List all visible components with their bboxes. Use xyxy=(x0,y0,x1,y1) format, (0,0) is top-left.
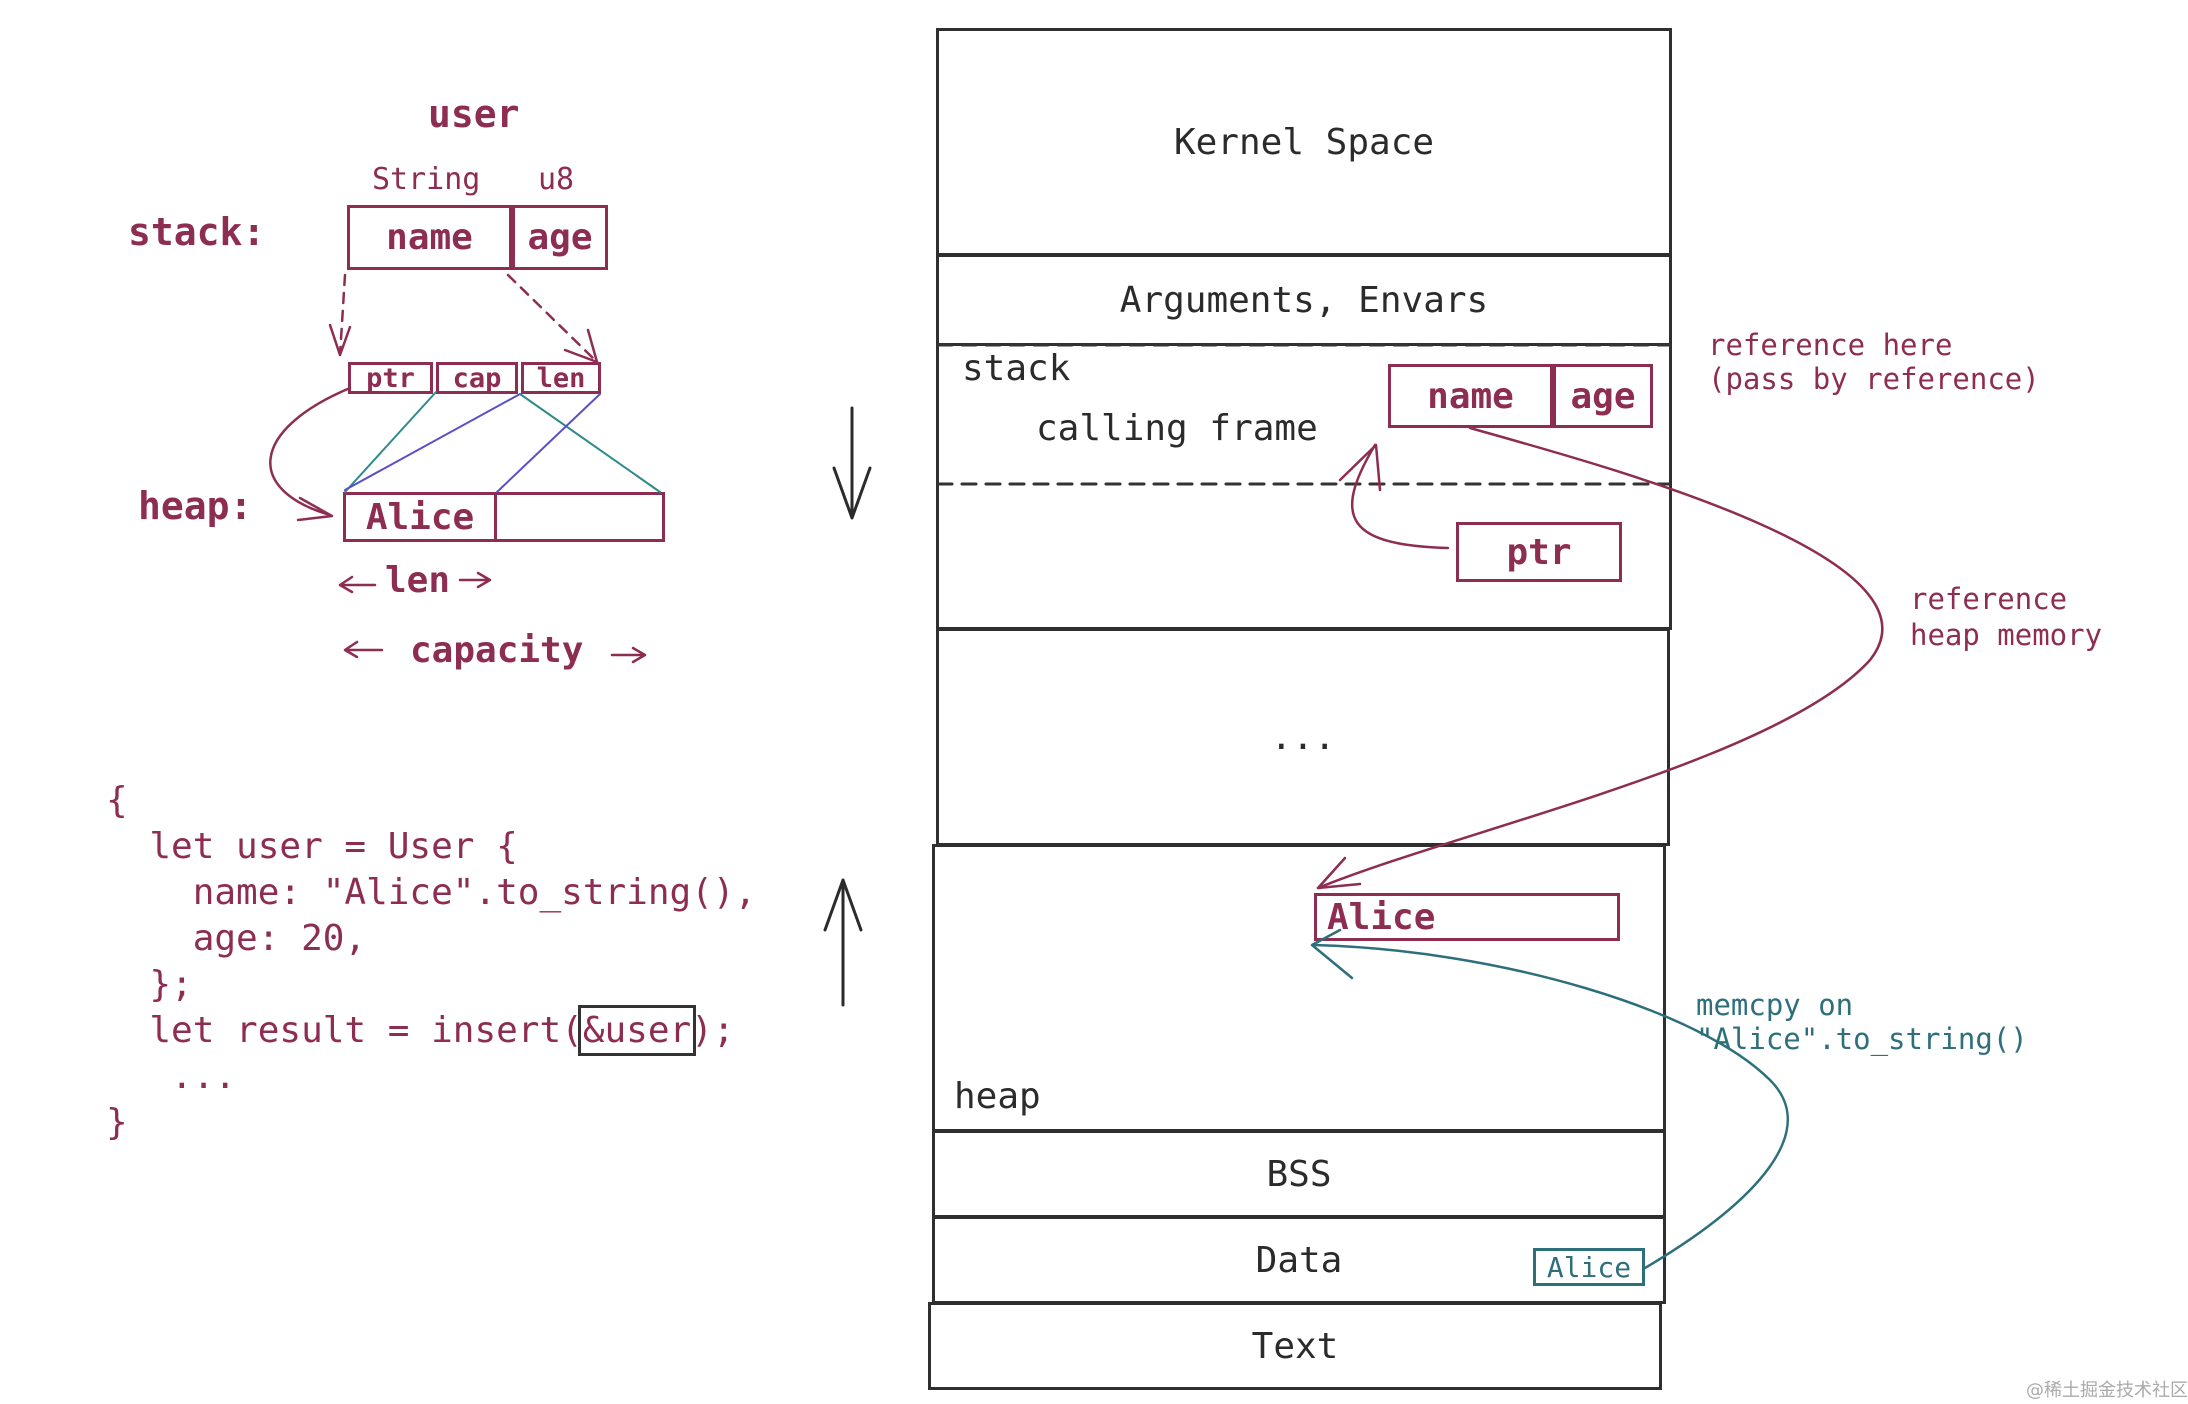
struct-field-name: name xyxy=(347,205,512,270)
ptr-to-frame-arrowhead xyxy=(1338,443,1382,492)
len-arrow-left xyxy=(338,575,377,594)
capacity-label: capacity xyxy=(410,630,584,671)
code-line-6-prefix: let result = insert( xyxy=(106,1010,583,1051)
capacity-arrow-right xyxy=(610,646,647,664)
heap-segment-label: heap xyxy=(954,1076,1041,1117)
code-line-8: } xyxy=(106,1102,128,1143)
struct-field-age: age xyxy=(512,205,608,270)
heap-alice-label: Alice xyxy=(1327,896,1436,938)
code-line-6-suffix: ); xyxy=(691,1010,735,1051)
string-ptr-label: ptr xyxy=(366,362,415,394)
type-label-u8: u8 xyxy=(538,162,575,197)
code-line-6: let result = insert(&user); xyxy=(106,1005,735,1056)
memcpy-curve xyxy=(1312,943,1789,1270)
name-to-ptr-arrow xyxy=(338,273,347,357)
len-label: len xyxy=(385,560,451,601)
code-line-5: }; xyxy=(106,964,193,1005)
age-to-len-arrowhead xyxy=(563,328,599,364)
heap-buffer-used: Alice xyxy=(343,492,497,542)
segment-bss-label: BSS xyxy=(1266,1153,1332,1195)
segment-kernel-space-label: Kernel Space xyxy=(1173,121,1435,163)
annotation-ref-here-2: (pass by reference) xyxy=(1708,362,2040,396)
cap-line-right xyxy=(519,393,661,493)
segment-arguments-label: Arguments, Envars xyxy=(1119,279,1489,321)
heap-label: heap: xyxy=(138,484,253,528)
struct-title: user xyxy=(428,92,520,136)
code-line-3: name: "Alice".to_string(), xyxy=(106,872,757,913)
code-line-7: ... xyxy=(106,1056,237,1097)
segment-text: Text xyxy=(928,1302,1662,1390)
stack-ptr-label: ptr xyxy=(1506,531,1572,573)
string-ptr: ptr xyxy=(348,362,433,394)
annotation-memcpy-2: "Alice".to_string() xyxy=(1696,1022,2028,1056)
data-alice: Alice xyxy=(1533,1248,1645,1286)
ptr-to-frame-curve xyxy=(1350,443,1450,550)
frame-field-age-label: age xyxy=(1570,375,1636,417)
cap-line-teal xyxy=(344,391,437,493)
annotation-memcpy-1: memcpy on xyxy=(1696,988,1854,1022)
string-len: len xyxy=(521,362,601,394)
annotation-ref-heap-1: reference xyxy=(1910,582,2068,616)
string-cap: cap xyxy=(436,362,518,394)
name-to-ptr-arrowhead xyxy=(328,323,352,357)
heap-grows-up-arrow xyxy=(823,878,863,1007)
len-line-purple xyxy=(496,393,601,493)
annotation-ref-heap-2: heap memory xyxy=(1910,618,2103,652)
code-line-1: { xyxy=(106,780,128,821)
watermark: @稀土掘金技术社区 xyxy=(2026,1380,2188,1401)
frame-field-age: age xyxy=(1553,364,1653,428)
code-line-4: age: 20, xyxy=(106,918,367,959)
struct-field-name-label: name xyxy=(386,217,473,258)
segment-gap-label: ... xyxy=(1270,716,1336,758)
memcpy-arrowhead xyxy=(1310,928,1354,980)
struct-field-age-label: age xyxy=(527,217,593,258)
ptr-to-heap-curve xyxy=(269,386,352,517)
stack-grows-down-arrow xyxy=(832,406,872,520)
len-arrow-right xyxy=(458,571,492,589)
annotation-ref-here-1: reference here xyxy=(1708,328,1953,362)
age-to-len-arrow xyxy=(506,273,597,362)
frame-to-heap-arrowhead xyxy=(1316,856,1362,890)
code-line-2: let user = User { xyxy=(106,826,518,867)
data-alice-label: Alice xyxy=(1546,1250,1632,1284)
stack-ptr: ptr xyxy=(1456,522,1622,582)
code-ref-user: &user xyxy=(577,1005,697,1056)
frame-field-name: name xyxy=(1388,364,1553,428)
string-len-label: len xyxy=(536,362,586,394)
string-cap-label: cap xyxy=(452,362,502,394)
segment-data-label: Data xyxy=(1255,1239,1343,1281)
stack-label: stack: xyxy=(128,210,266,254)
heap-alice: Alice xyxy=(1314,893,1620,941)
frame-field-name-label: name xyxy=(1427,375,1514,417)
frame-to-heap-curve xyxy=(1316,426,1884,890)
segment-text-label: Text xyxy=(1251,1325,1339,1367)
stack-segment-label: stack xyxy=(962,348,1071,389)
cap-line-purple xyxy=(344,393,521,491)
type-label-string: String xyxy=(372,162,481,197)
heap-buffer-value: Alice xyxy=(365,496,475,538)
ptr-to-heap-arrowhead xyxy=(296,496,334,522)
capacity-arrow-left xyxy=(343,640,384,659)
calling-frame-label: calling frame xyxy=(1036,408,1318,449)
